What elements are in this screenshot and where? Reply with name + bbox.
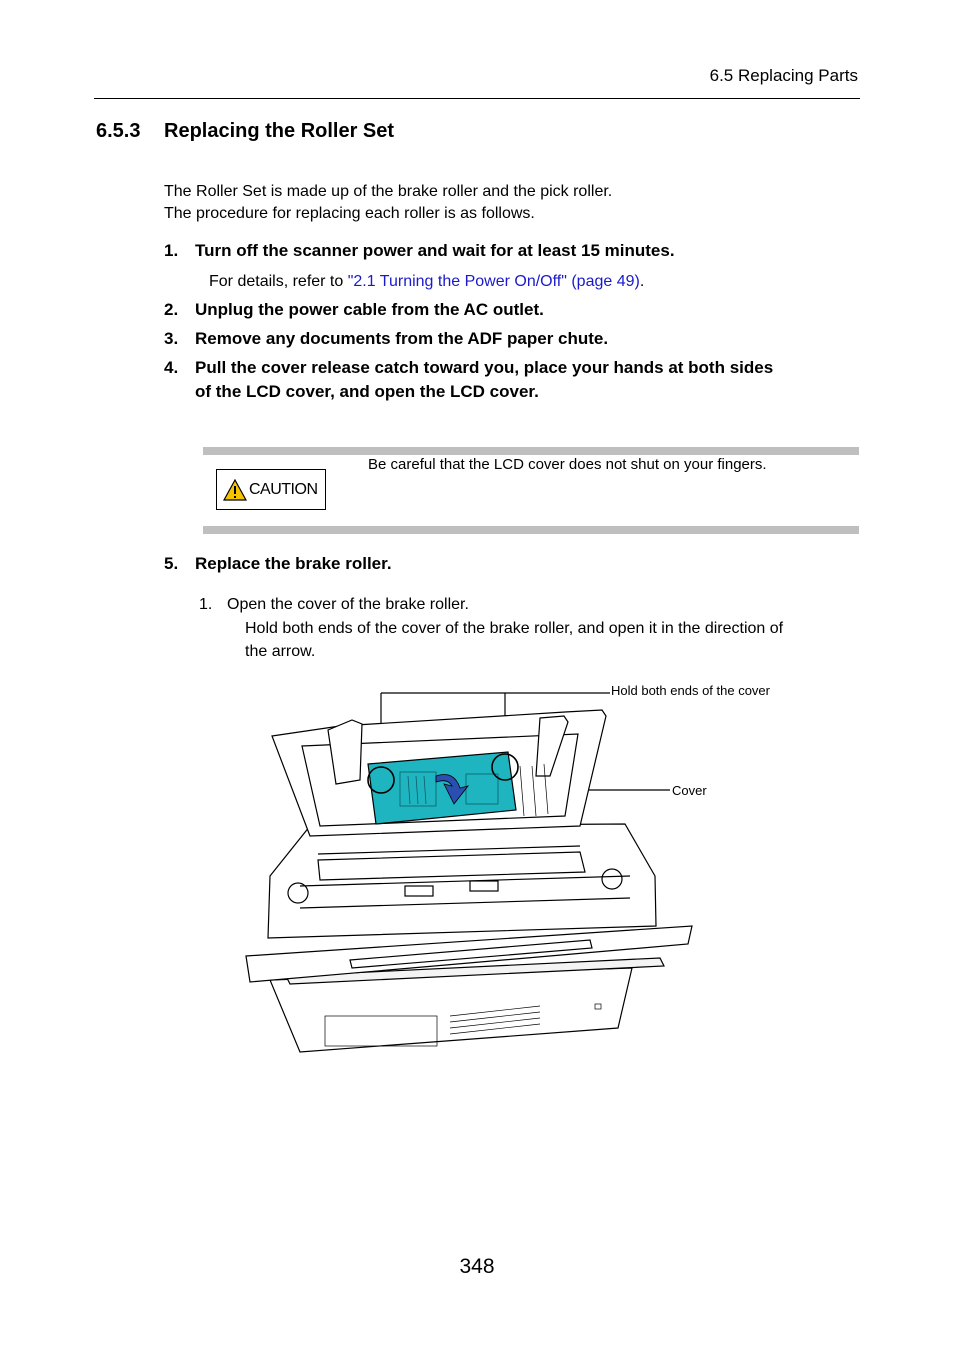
substep-number: 1. [199, 596, 213, 613]
substep-detail: Hold both ends of the cover of the brake… [245, 617, 783, 663]
step-5: 5. Replace the brake roller. [164, 552, 864, 576]
intro-line: The Roller Set is made up of the brake r… [164, 183, 613, 200]
caution-badge: CAUTION [216, 469, 326, 510]
step-number: 3. [164, 329, 179, 348]
hold-point-right [491, 753, 519, 781]
detail-line: Hold both ends of the cover of the brake… [245, 620, 784, 637]
running-head: 6.5 Replacing Parts [709, 66, 858, 85]
detail-line: the arrow. [245, 643, 316, 660]
callout-cover: Cover [672, 783, 707, 798]
step-3: 3. Remove any documents from the ADF pap… [164, 327, 864, 351]
step-text-line: of the LCD cover, and open the LCD cover… [195, 382, 539, 401]
step-number: 4. [164, 358, 179, 377]
power-onoff-link[interactable]: "2.1 Turning the Power On/Off" (page 49) [347, 273, 640, 290]
detail-prefix: For details, refer to [209, 273, 348, 290]
page-number: 348 [459, 1255, 495, 1278]
caution-top-bar [203, 447, 859, 455]
intro-paragraph: The Roller Set is made up of the brake r… [164, 181, 612, 225]
header-rule [94, 98, 860, 99]
intro-line: The procedure for replacing each roller … [164, 205, 535, 222]
detail-suffix: . [639, 273, 645, 290]
step-4: 4. Pull the cover release catch toward y… [164, 356, 864, 404]
step-text: Unplug the power cable from the AC outle… [195, 300, 544, 319]
step-number: 2. [164, 300, 179, 319]
caution-text: Be careful that the LCD cover does not s… [368, 456, 767, 473]
step-text: Remove any documents from the ADF paper … [195, 329, 609, 348]
caution-label: CAUTION [249, 480, 318, 498]
step-1: 1. Turn off the scanner power and wait f… [164, 239, 864, 263]
step-number: 5. [164, 554, 179, 573]
substep-text: Open the cover of the brake roller. [227, 596, 469, 613]
section-heading: Replacing the Roller Set [164, 120, 395, 142]
section-number: 6.5.3 [96, 120, 141, 142]
step-number: 1. [164, 241, 179, 260]
hold-point-left [367, 766, 395, 794]
step-1-detail: For details, refer to "2.1 Turning the P… [209, 271, 644, 293]
section-title: 6.5.3 Replacing the Roller Set [96, 120, 394, 143]
callout-hold-ends: Hold both ends of the cover [611, 683, 770, 698]
step-text-line: Pull the cover release catch toward you,… [195, 358, 774, 377]
warning-icon [223, 478, 247, 501]
step-2: 2. Unplug the power cable from the AC ou… [164, 298, 864, 322]
step-text: Replace the brake roller. [195, 554, 392, 573]
step-text: Turn off the scanner power and wait for … [195, 241, 675, 260]
caution-bottom-bar [203, 526, 859, 534]
open-direction-arrow [435, 774, 470, 805]
scanner-illustration [245, 692, 693, 1053]
